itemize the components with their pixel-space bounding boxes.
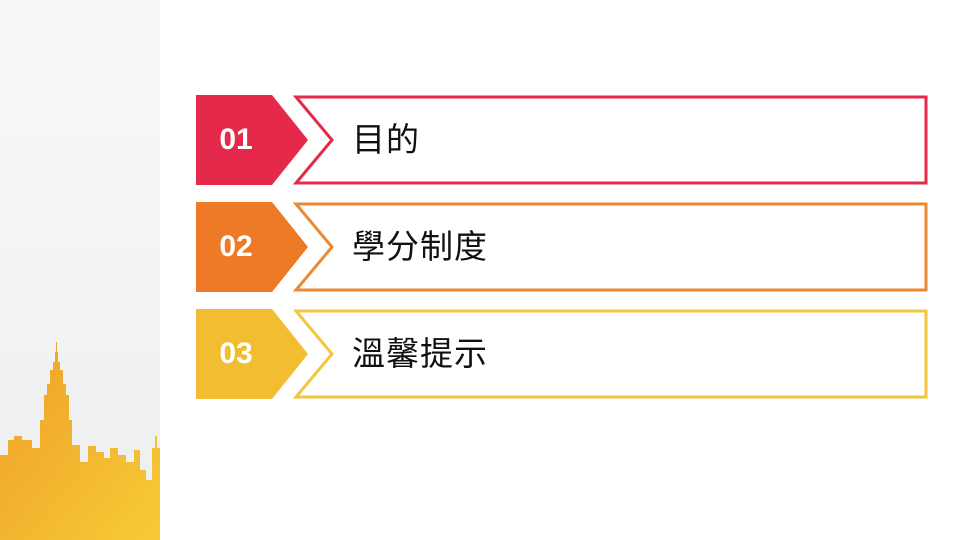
agenda-item-1[interactable]: 01 目的 [196, 95, 928, 185]
city-skyline-image [0, 342, 160, 540]
agenda-item-2[interactable]: 02 學分制度 [196, 202, 928, 292]
agenda-item-2-shape [196, 202, 928, 292]
agenda-item-3[interactable]: 03 溫馨提示 [196, 309, 928, 399]
agenda-item-2-number: 02 [219, 230, 253, 263]
agenda-item-1-number: 01 [219, 123, 253, 156]
agenda-item-3-shape [196, 309, 928, 399]
agenda-item-3-number: 03 [219, 337, 253, 370]
agenda-item-1-title: 目的 [352, 120, 420, 159]
agenda-item-2-title: 學分制度 [352, 227, 488, 266]
agenda-item-1-shape [196, 95, 928, 185]
agenda-item-3-title: 溫馨提示 [352, 334, 488, 373]
side-panel [0, 0, 160, 540]
